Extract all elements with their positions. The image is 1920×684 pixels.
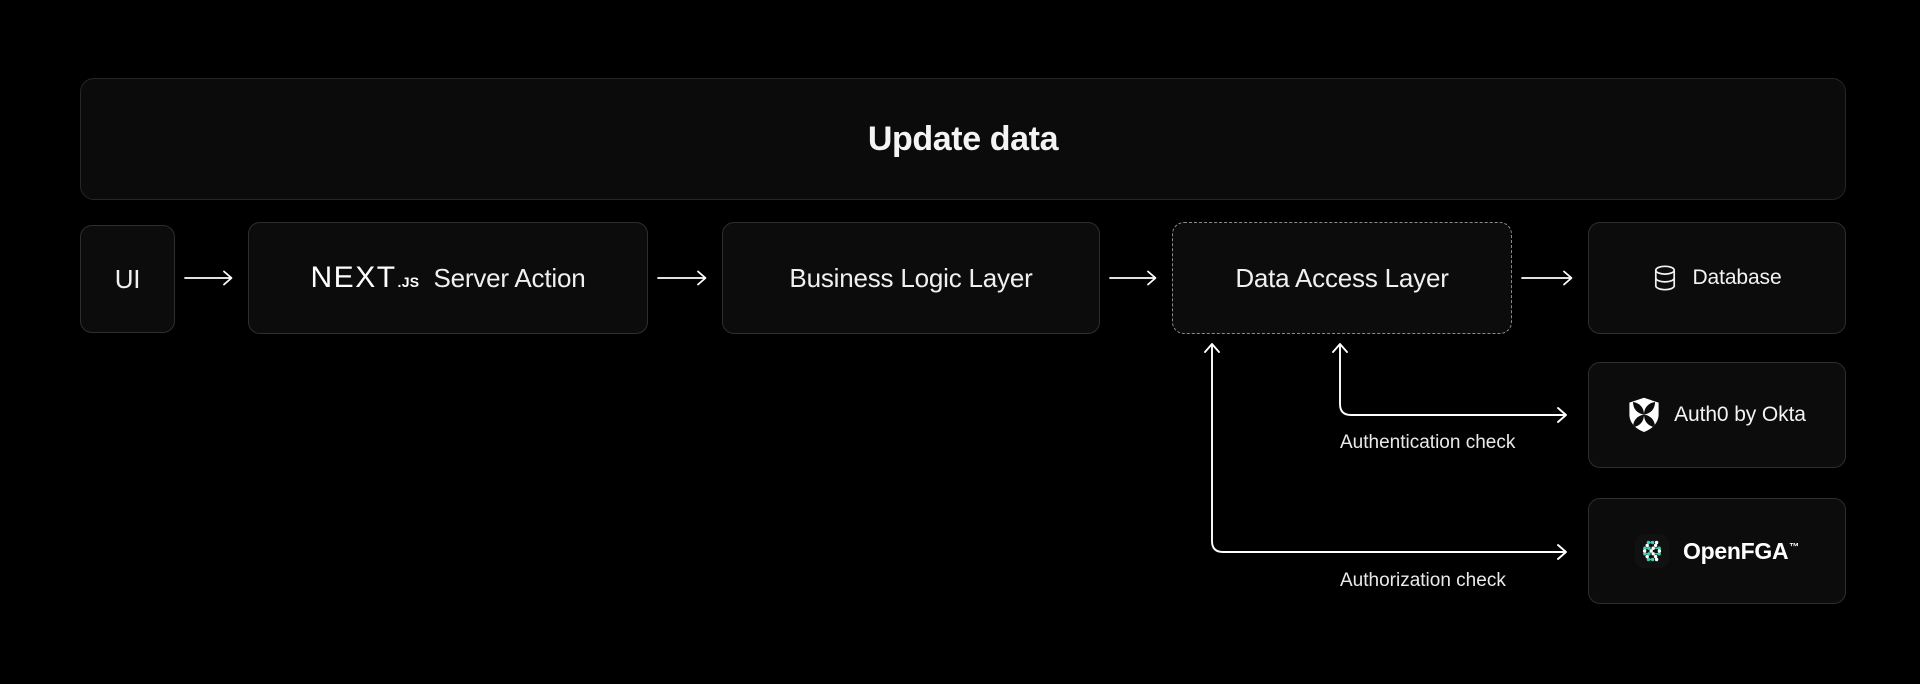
page-title: Update data [867, 119, 1059, 158]
auth0-shield-icon [1628, 397, 1660, 433]
node-data-access-layer-label: Data Access Layer [1235, 262, 1449, 293]
node-ui[interactable]: UI [80, 225, 175, 333]
connector-label-authentication: Authentication check [1340, 432, 1516, 453]
arrow-right-icon [1108, 262, 1164, 294]
node-data-access-layer[interactable]: Data Access Layer [1172, 222, 1512, 334]
node-ui-label: UI [114, 263, 141, 294]
nextjs-suffix: .JS [397, 274, 420, 290]
connector-authentication [1332, 343, 1567, 423]
arrow-right-icon [183, 262, 240, 294]
update-data-header-card: Update data [80, 78, 1846, 200]
node-database-label: Database [1692, 266, 1782, 289]
node-openfga-label: OpenFGA™ [1683, 538, 1799, 565]
node-business-logic-label: Business Logic Layer [789, 262, 1033, 293]
nextjs-logo-icon: NEXT.JS [311, 261, 420, 295]
arrow-right-icon [1520, 262, 1580, 294]
trademark-symbol: ™ [1789, 541, 1799, 553]
node-auth0[interactable]: Auth0 by Okta [1588, 362, 1846, 468]
connector-label-authorization: Authorization check [1340, 570, 1506, 591]
node-business-logic-layer[interactable]: Business Logic Layer [722, 222, 1100, 334]
node-next-label: Server Action [433, 262, 586, 293]
openfga-icon [1635, 534, 1670, 568]
openfga-wordmark: OpenFGA [1683, 537, 1789, 564]
node-auth0-label: Auth0 by Okta [1674, 403, 1806, 426]
arrow-right-icon [656, 262, 714, 294]
node-openfga[interactable]: OpenFGA™ [1588, 498, 1846, 604]
node-next-server-action[interactable]: NEXT.JS Server Action [248, 222, 648, 334]
node-database[interactable]: Database [1588, 222, 1846, 334]
database-icon [1652, 264, 1678, 292]
nextjs-wordmark: NEXT [310, 261, 397, 294]
